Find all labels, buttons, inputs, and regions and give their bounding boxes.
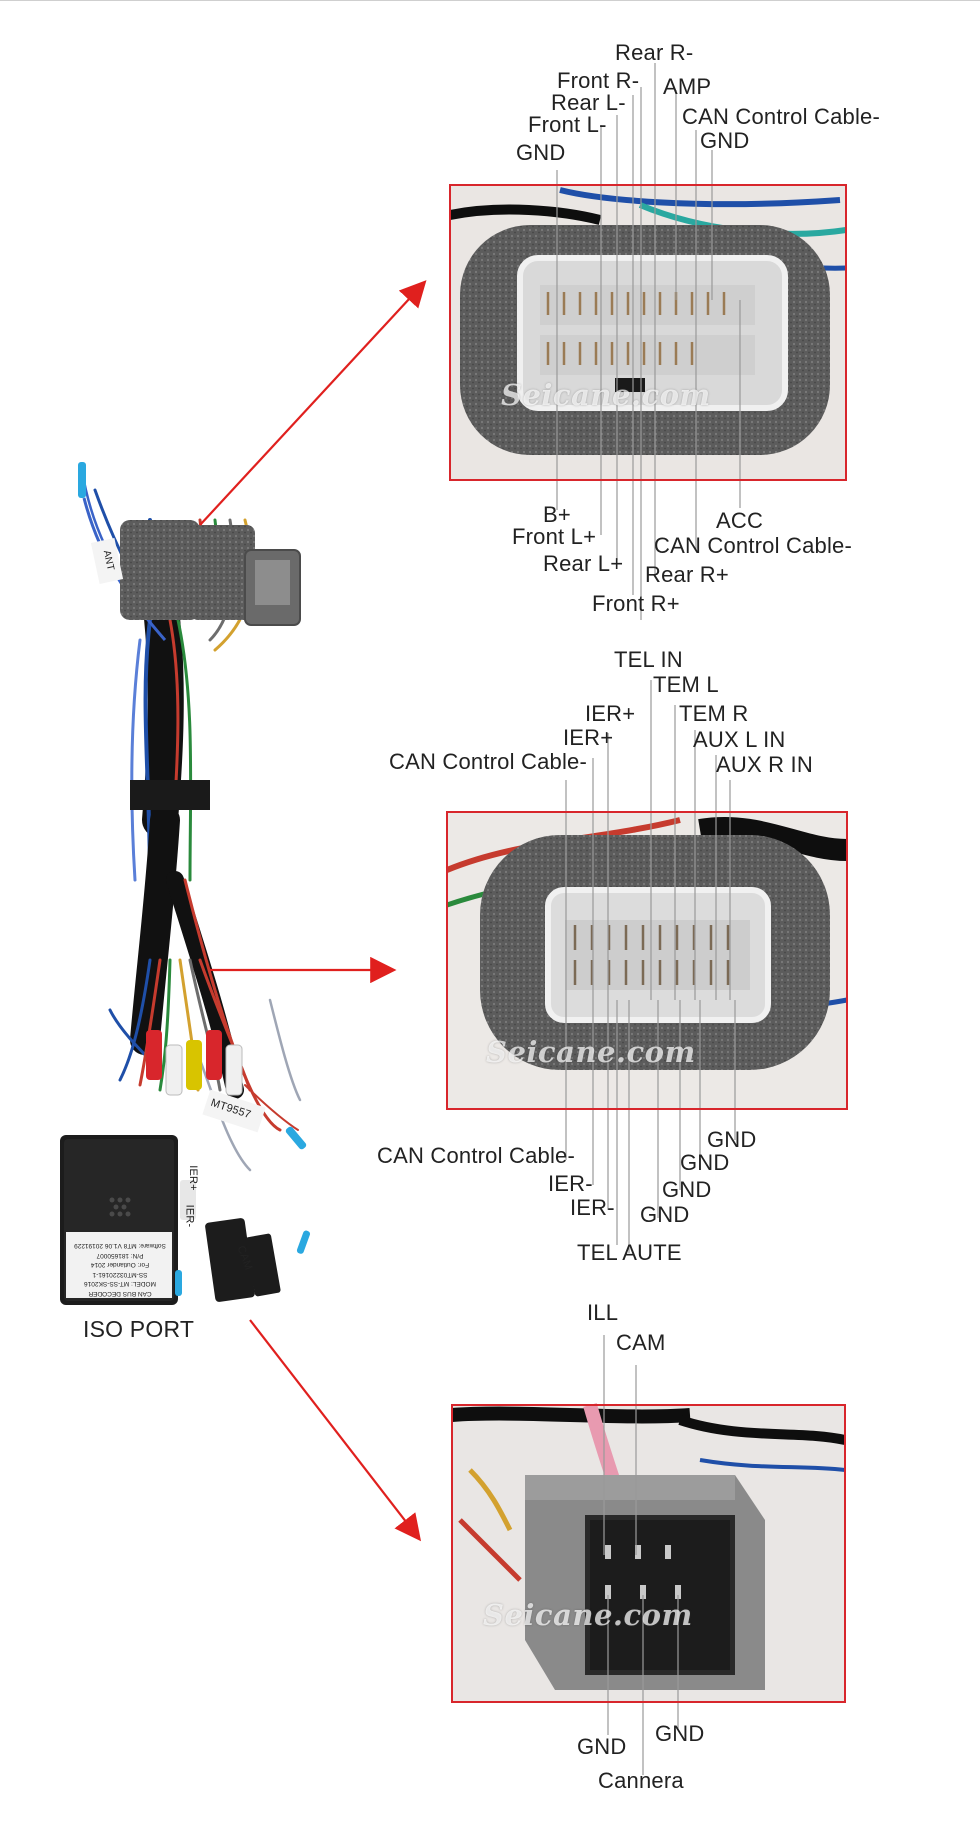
harness-tag-ant	[90, 537, 124, 585]
pin-label-rear-l-plus: Rear L+	[543, 551, 624, 576]
pin-label-ier-minus-1: IER-	[548, 1171, 593, 1196]
decoder-line: SS-MT03220161-1	[92, 1271, 148, 1278]
leaders-connector-3	[603, 1335, 679, 1775]
pin-label-can-control-cable-top: CAN Control Cable-	[682, 104, 881, 129]
harness-tag-ier-plus-text: IER+	[186, 1165, 199, 1191]
decoder-label: CAN BUS DECODER MODEL: MT-SS-SK2016 SS-M…	[68, 1234, 172, 1298]
pin-label-gnd-2a: GND	[707, 1127, 757, 1152]
pin-label-gnd-3b: GND	[655, 1721, 705, 1746]
pin-label-tem-l: TEM L	[653, 672, 719, 697]
pin-label-tel-aute: TEL AUTE	[577, 1240, 682, 1265]
decoder-line: MODEL: MT-SS-SK2016	[84, 1280, 156, 1288]
pin-label-rear-l-minus: Rear L-	[551, 90, 626, 115]
pin-label-acc: ACC	[716, 508, 764, 533]
pin-label-front-r-plus: Front R+	[592, 591, 680, 616]
connector-1-panel: Seicane.com	[449, 184, 847, 481]
pin-label-aux-l-in: AUX L IN	[693, 727, 786, 752]
decoder-line: P/N: 181650007	[96, 1252, 144, 1259]
pin-label-ier-plus-2: IER+	[563, 725, 614, 750]
pin-label-gnd-2d: GND	[640, 1202, 690, 1227]
connector-2-panel: Seicane.com	[446, 811, 848, 1110]
rca-plugs	[146, 1030, 243, 1096]
pin-label-can-control-cable-bottom: CAN Control Cable-	[654, 533, 853, 558]
leaders-connector-2	[565, 680, 736, 1253]
pin-label-rear-r-minus: Rear R-	[615, 40, 694, 65]
watermark: Seicane.com	[501, 378, 711, 412]
pin-label-tem-r: TEM R	[679, 701, 749, 726]
pin-label-rear-r-plus: Rear R+	[645, 562, 729, 587]
tape-band	[130, 780, 210, 810]
watermark: Seicane.com	[483, 1598, 693, 1632]
pin-label-gnd-3a: GND	[577, 1734, 627, 1759]
pin-label-cannera: Cannera	[598, 1768, 684, 1793]
decoder-line: For: Outlander 2014	[90, 1261, 150, 1269]
arrow-to-connector-3	[249, 1319, 422, 1542]
decoder-line: Software: MT8 V1.06 20191229	[74, 1242, 166, 1250]
arrow-to-connector-1	[199, 280, 427, 526]
pin-label-b-plus: B+	[543, 502, 571, 527]
pin-label-gnd-top-left: GND	[516, 140, 566, 165]
iso-port-label: ISO PORT	[83, 1316, 195, 1342]
pin-label-front-r-minus: Front R-	[557, 68, 640, 93]
pin-label-can-control-cable-2-bottom: CAN Control Cable-	[377, 1143, 576, 1168]
pin-label-cam: CAM	[616, 1330, 666, 1355]
pin-label-ier-minus-2: IER-	[570, 1195, 615, 1220]
harness-top-connectors	[120, 520, 301, 626]
pin-label-ier-plus-1: IER+	[585, 701, 636, 726]
harness-tag-mt9557	[202, 1089, 266, 1133]
connector-2-photo	[445, 812, 848, 1109]
pin-label-gnd-2c: GND	[662, 1177, 712, 1202]
connector-1-photo	[449, 185, 847, 480]
leaders-connector-1	[556, 63, 741, 620]
pin-label-aux-r-in: AUX R IN	[716, 752, 813, 777]
connector-3-panel: Seicane.com	[451, 1404, 846, 1703]
pin-label-ill: ILL	[587, 1300, 619, 1325]
pin-label-gnd-top-right: GND	[700, 128, 750, 153]
watermark: Seicane.com	[486, 1035, 696, 1069]
pin-label-gnd-2b: GND	[680, 1150, 730, 1175]
top-divider	[0, 0, 980, 1]
connector-3-photo	[451, 1403, 847, 1702]
pin-label-can-control-cable-2-top: CAN Control Cable-	[389, 749, 588, 774]
decoder-line: CAN BUS DECODER	[88, 1290, 152, 1297]
pin-label-front-l-minus: Front L-	[528, 112, 607, 137]
harness-bottom-connectors	[175, 1126, 311, 1302]
pin-label-front-l-plus: Front L+	[512, 524, 597, 549]
pin-label-tel-in: TEL IN	[614, 647, 683, 672]
harness-tag-ier-minus-text: IER-	[183, 1204, 196, 1228]
pin-label-amp: AMP	[663, 74, 712, 99]
can-bus-decoder-box	[60, 1135, 178, 1305]
